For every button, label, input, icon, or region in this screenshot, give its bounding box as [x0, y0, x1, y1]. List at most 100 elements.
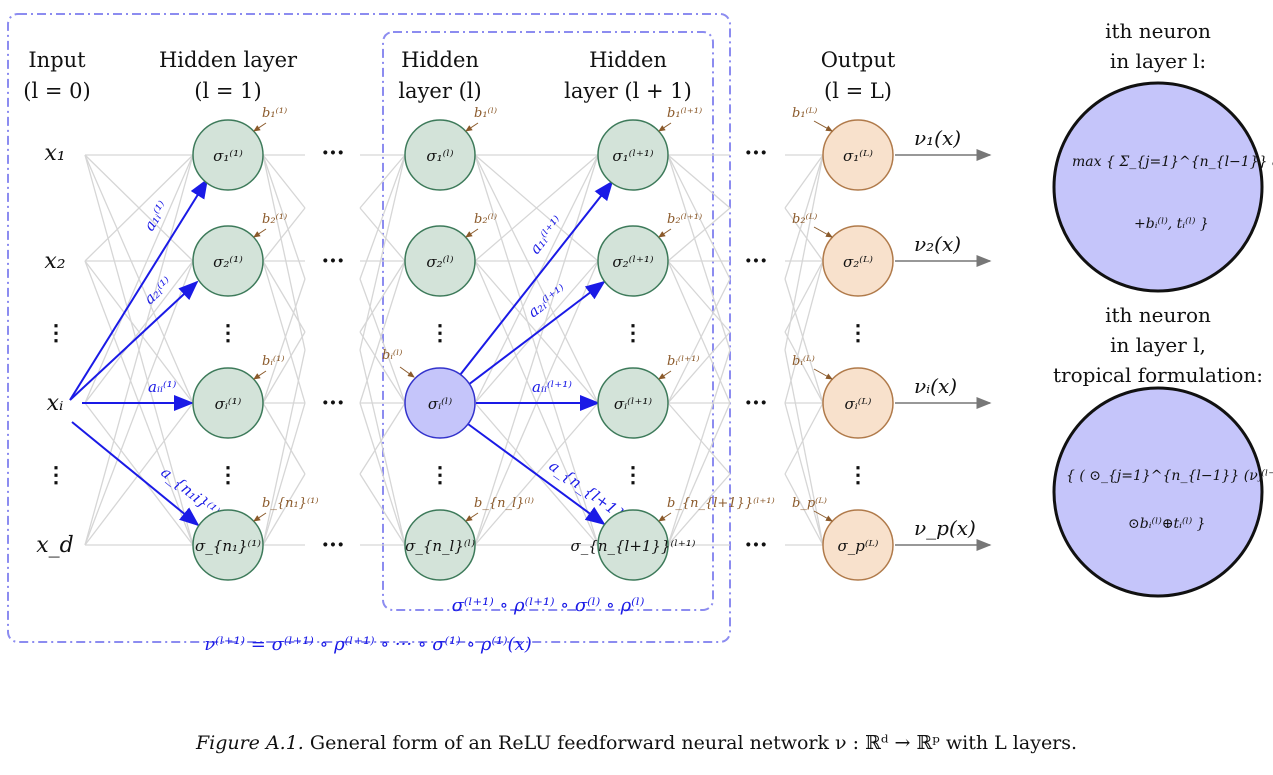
connection-line	[84, 154, 194, 546]
neuron-label-layer_L-1: σ₂⁽ᴸ⁾	[843, 253, 873, 271]
connection-line	[784, 331, 824, 404]
neuron-formula-2: +bᵢ⁽ˡ⁾, tᵢ⁽ˡ⁾ }	[1134, 216, 1209, 232]
connection-line	[474, 154, 599, 262]
bias-label-layer_l-3: b_{n_l}⁽ˡ⁾	[474, 496, 534, 511]
svg-text:···: ···	[745, 248, 768, 274]
neurons: σ₁⁽¹⁾σ₂⁽¹⁾σᵢ⁽¹⁾σ_{n₁}⁽¹⁾σ₁⁽ˡ⁾σ₂⁽ˡ⁾σᵢ⁽ˡ⁾σ…	[192, 119, 894, 581]
right-panel: ith neuron in layer l: max { Σ_{j=1}^{n_…	[1052, 19, 1273, 598]
connection-line	[667, 473, 731, 546]
connection-line	[667, 331, 731, 404]
svg-text:⋮: ⋮	[622, 320, 644, 346]
bias-arrow-layer1-0	[253, 122, 267, 132]
neuron-title-1: ith neuron	[1105, 19, 1211, 43]
neuron-label-layer_l-1: σ₂⁽ˡ⁾	[426, 253, 454, 271]
neuron-layer1-1	[192, 225, 264, 297]
bias-labels: b₁⁽¹⁾b₂⁽¹⁾bᵢ⁽¹⁾b_{n₁}⁽¹⁾b₁⁽ˡ⁾b₂⁽ˡ⁾bᵢ⁽ˡ⁾b…	[253, 106, 833, 522]
output-nu1: ν₁(x)	[914, 126, 961, 150]
neuron-layer_l-0	[404, 119, 476, 191]
connection-line	[359, 207, 406, 262]
input-x1: x₁	[44, 141, 65, 166]
input-xi: xᵢ	[47, 391, 64, 416]
svg-text:···: ···	[745, 532, 768, 558]
bias-label-layer_l-0: b₁⁽ˡ⁾	[474, 106, 497, 121]
connection-line	[262, 260, 306, 333]
svg-text:⋮: ⋮	[847, 462, 869, 488]
output-nu2: ν₂(x)	[914, 232, 961, 256]
connection-line	[784, 473, 824, 546]
bias-label-layer_L-0: b₁⁽ᴸ⁾	[792, 106, 817, 121]
svg-text:⋮: ⋮	[217, 320, 239, 346]
bias-label-layer1-1: b₂⁽¹⁾	[262, 212, 287, 227]
neuron-layer_L-0	[822, 119, 894, 191]
connection-line	[262, 207, 306, 262]
neuron-label-layer1-2: σᵢ⁽¹⁾	[215, 395, 242, 413]
svg-text:···: ···	[322, 532, 345, 558]
network-diagram: Input (l = 0) Hidden layer (l = 1) Hidde…	[7, 13, 1273, 655]
neuron-layer_l-2	[404, 367, 476, 439]
bias-label-layer1-0: b₁⁽¹⁾	[262, 106, 287, 121]
bias-label-layer_L-2: bᵢ⁽ᴸ⁾	[792, 354, 815, 369]
svg-text:···: ···	[745, 390, 768, 416]
neuron-layer1-0	[192, 119, 264, 191]
outer-network-box	[7, 13, 731, 643]
connection-line	[262, 154, 306, 351]
weight-arrow-right-1	[459, 180, 614, 376]
bias-arrow-layer_l-2	[399, 366, 415, 378]
neuron-layer1-3	[192, 509, 264, 581]
connection-line	[667, 154, 731, 351]
connection-line	[84, 154, 194, 262]
input-labels: x₁ x₂ xᵢ x_d	[36, 141, 74, 558]
horizontal-ellipses: ··· ··· ··· ··· ··· ··· ··· ···	[322, 140, 768, 558]
connection-line	[359, 260, 406, 404]
bias-label-layer1-3: b_{n₁}⁽¹⁾	[262, 496, 319, 511]
connection-line	[784, 402, 824, 475]
neuron-label-layer_l-3: σ_{n_l}⁽ˡ⁾	[405, 537, 475, 555]
output-nup: ν_p(x)	[914, 516, 976, 540]
tropical-formula-2: ⊙bᵢ⁽ˡ⁾⊕tᵢ⁽ˡ⁾ }	[1128, 516, 1206, 532]
neuron-layer_l1-0	[597, 119, 669, 191]
hidden-l1-header: Hidden	[589, 48, 667, 72]
connection-line	[359, 331, 406, 404]
connection-line	[84, 260, 194, 404]
weight-label-left-n: a_{n₁i}⁽¹⁾	[157, 463, 222, 521]
connection-line	[262, 331, 306, 404]
bias-label-layer_l1-0: b₁⁽ˡ⁺¹⁾	[667, 106, 702, 121]
tropical-circle	[1052, 386, 1264, 598]
neuron-label-layer1-1: σ₂⁽¹⁾	[213, 253, 243, 271]
tropical-title-2: in layer l,	[1110, 333, 1206, 357]
connection-line	[359, 473, 406, 546]
neuron-label-layer_L-3: σ_p⁽ᴸ⁾	[838, 537, 879, 555]
connection-line	[262, 402, 306, 475]
output-arrows: ν₁(x) ν₂(x) νᵢ(x) ν_p(x)	[895, 126, 992, 551]
bias-arrow-layer1-1	[253, 228, 267, 238]
connection-line	[262, 349, 306, 546]
connection-line	[359, 278, 406, 404]
connection-line	[784, 278, 824, 404]
connection-line	[359, 402, 406, 475]
connection-line	[784, 154, 824, 351]
bias-arrow-layer_l-0	[465, 122, 479, 132]
bias-label-layer_l1-3: b_{n_{l+1}}⁽ˡ⁺¹⁾	[667, 496, 775, 511]
caption-figure-label: Figure A.1.	[195, 732, 304, 754]
connection-line	[359, 154, 406, 280]
connection-line	[784, 207, 824, 262]
svg-text:⋮: ⋮	[622, 462, 644, 488]
input-header-index: (l = 0)	[23, 79, 90, 103]
connection-line	[359, 154, 406, 351]
weight-arrow-right-n	[467, 423, 606, 526]
weight-label-left-1: a₁ᵢ⁽¹⁾	[140, 198, 172, 234]
weight-arrow-left-1	[69, 178, 209, 401]
neuron-label-layer_l-0: σ₁⁽ˡ⁾	[426, 147, 454, 165]
vertical-ellipses: ⋮ ⋮ ⋮ ⋮ ⋮ ⋮ ⋮ ⋮ ⋮ ⋮	[45, 320, 869, 488]
bias-label-layer_l-2: bᵢ⁽ˡ⁾	[382, 348, 402, 363]
neuron-layer_L-2	[822, 367, 894, 439]
connection-line	[667, 154, 731, 209]
weight-arrow-left-2	[69, 280, 199, 401]
bias-arrow-layer1-2	[253, 370, 267, 380]
svg-text:⋮: ⋮	[429, 320, 451, 346]
connection-line	[359, 349, 406, 546]
hidden-l-header: Hidden	[401, 48, 479, 72]
weight-label-right-i: aᵢᵢ⁽ˡ⁺¹⁾	[532, 378, 572, 396]
neuron-label-layer1-0: σ₁⁽¹⁾	[213, 147, 243, 165]
connection-line	[667, 402, 731, 475]
